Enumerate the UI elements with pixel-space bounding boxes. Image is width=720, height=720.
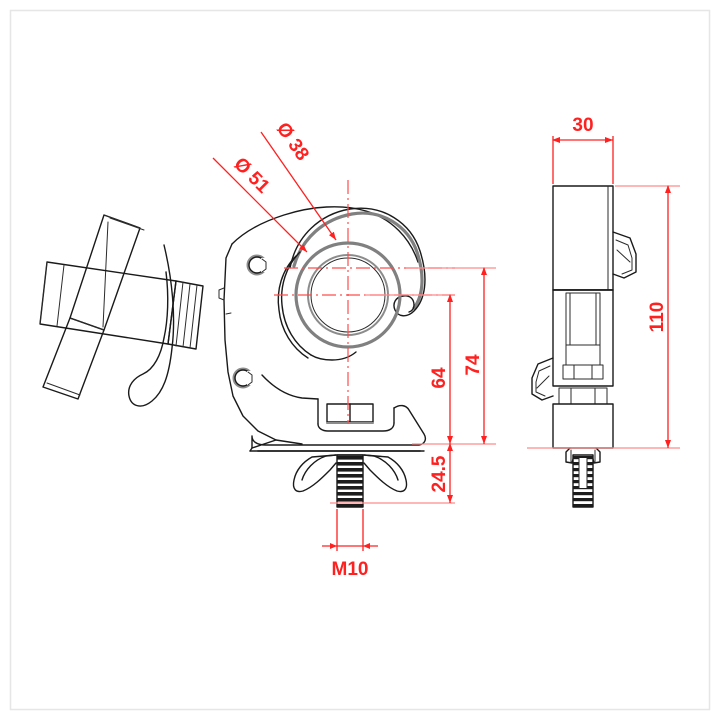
vertical-dimensions: 74 64 24.5 — [330, 267, 496, 504]
dim-label-110: 110 — [647, 302, 668, 333]
page-border — [9, 9, 711, 711]
front-hex-nut — [558, 387, 608, 405]
dim-label-38: Ø 38 — [272, 119, 313, 165]
hex-nut-top — [326, 403, 374, 424]
front-bracket-ear-upper — [612, 231, 637, 279]
bolt-hole-upper — [246, 254, 268, 276]
leader-line-51 — [212, 157, 308, 253]
wing-bolt — [292, 454, 408, 508]
dim-label-m10: M10 — [332, 559, 369, 580]
side-view-centrelines — [274, 180, 455, 424]
mounting-plate — [249, 404, 427, 452]
dim-label-64: 64 — [429, 367, 450, 389]
bolt-hole-lower — [232, 367, 254, 389]
leader-line-38 — [260, 131, 337, 241]
dim-label-51: Ø 51 — [229, 154, 273, 198]
front-bracket-ear-lower — [531, 357, 554, 401]
diameter-callouts: Ø 51 Ø 38 — [212, 119, 337, 253]
clamp-lever — [127, 244, 175, 407]
dim-label-30: 30 — [572, 115, 593, 136]
front-wing-bolt — [565, 447, 601, 508]
side-view — [39, 206, 427, 508]
clamp-body — [218, 206, 419, 445]
lower-jaw — [261, 351, 395, 432]
front-view — [531, 185, 637, 508]
dim-label-74: 74 — [463, 354, 484, 376]
dim-label-245: 24.5 — [429, 455, 450, 492]
front-view-dimensions: 30 110 — [527, 115, 680, 449]
thread-dimension: M10 — [322, 509, 378, 580]
t-handle-knob — [39, 214, 204, 400]
clamp-hook — [289, 207, 426, 317]
